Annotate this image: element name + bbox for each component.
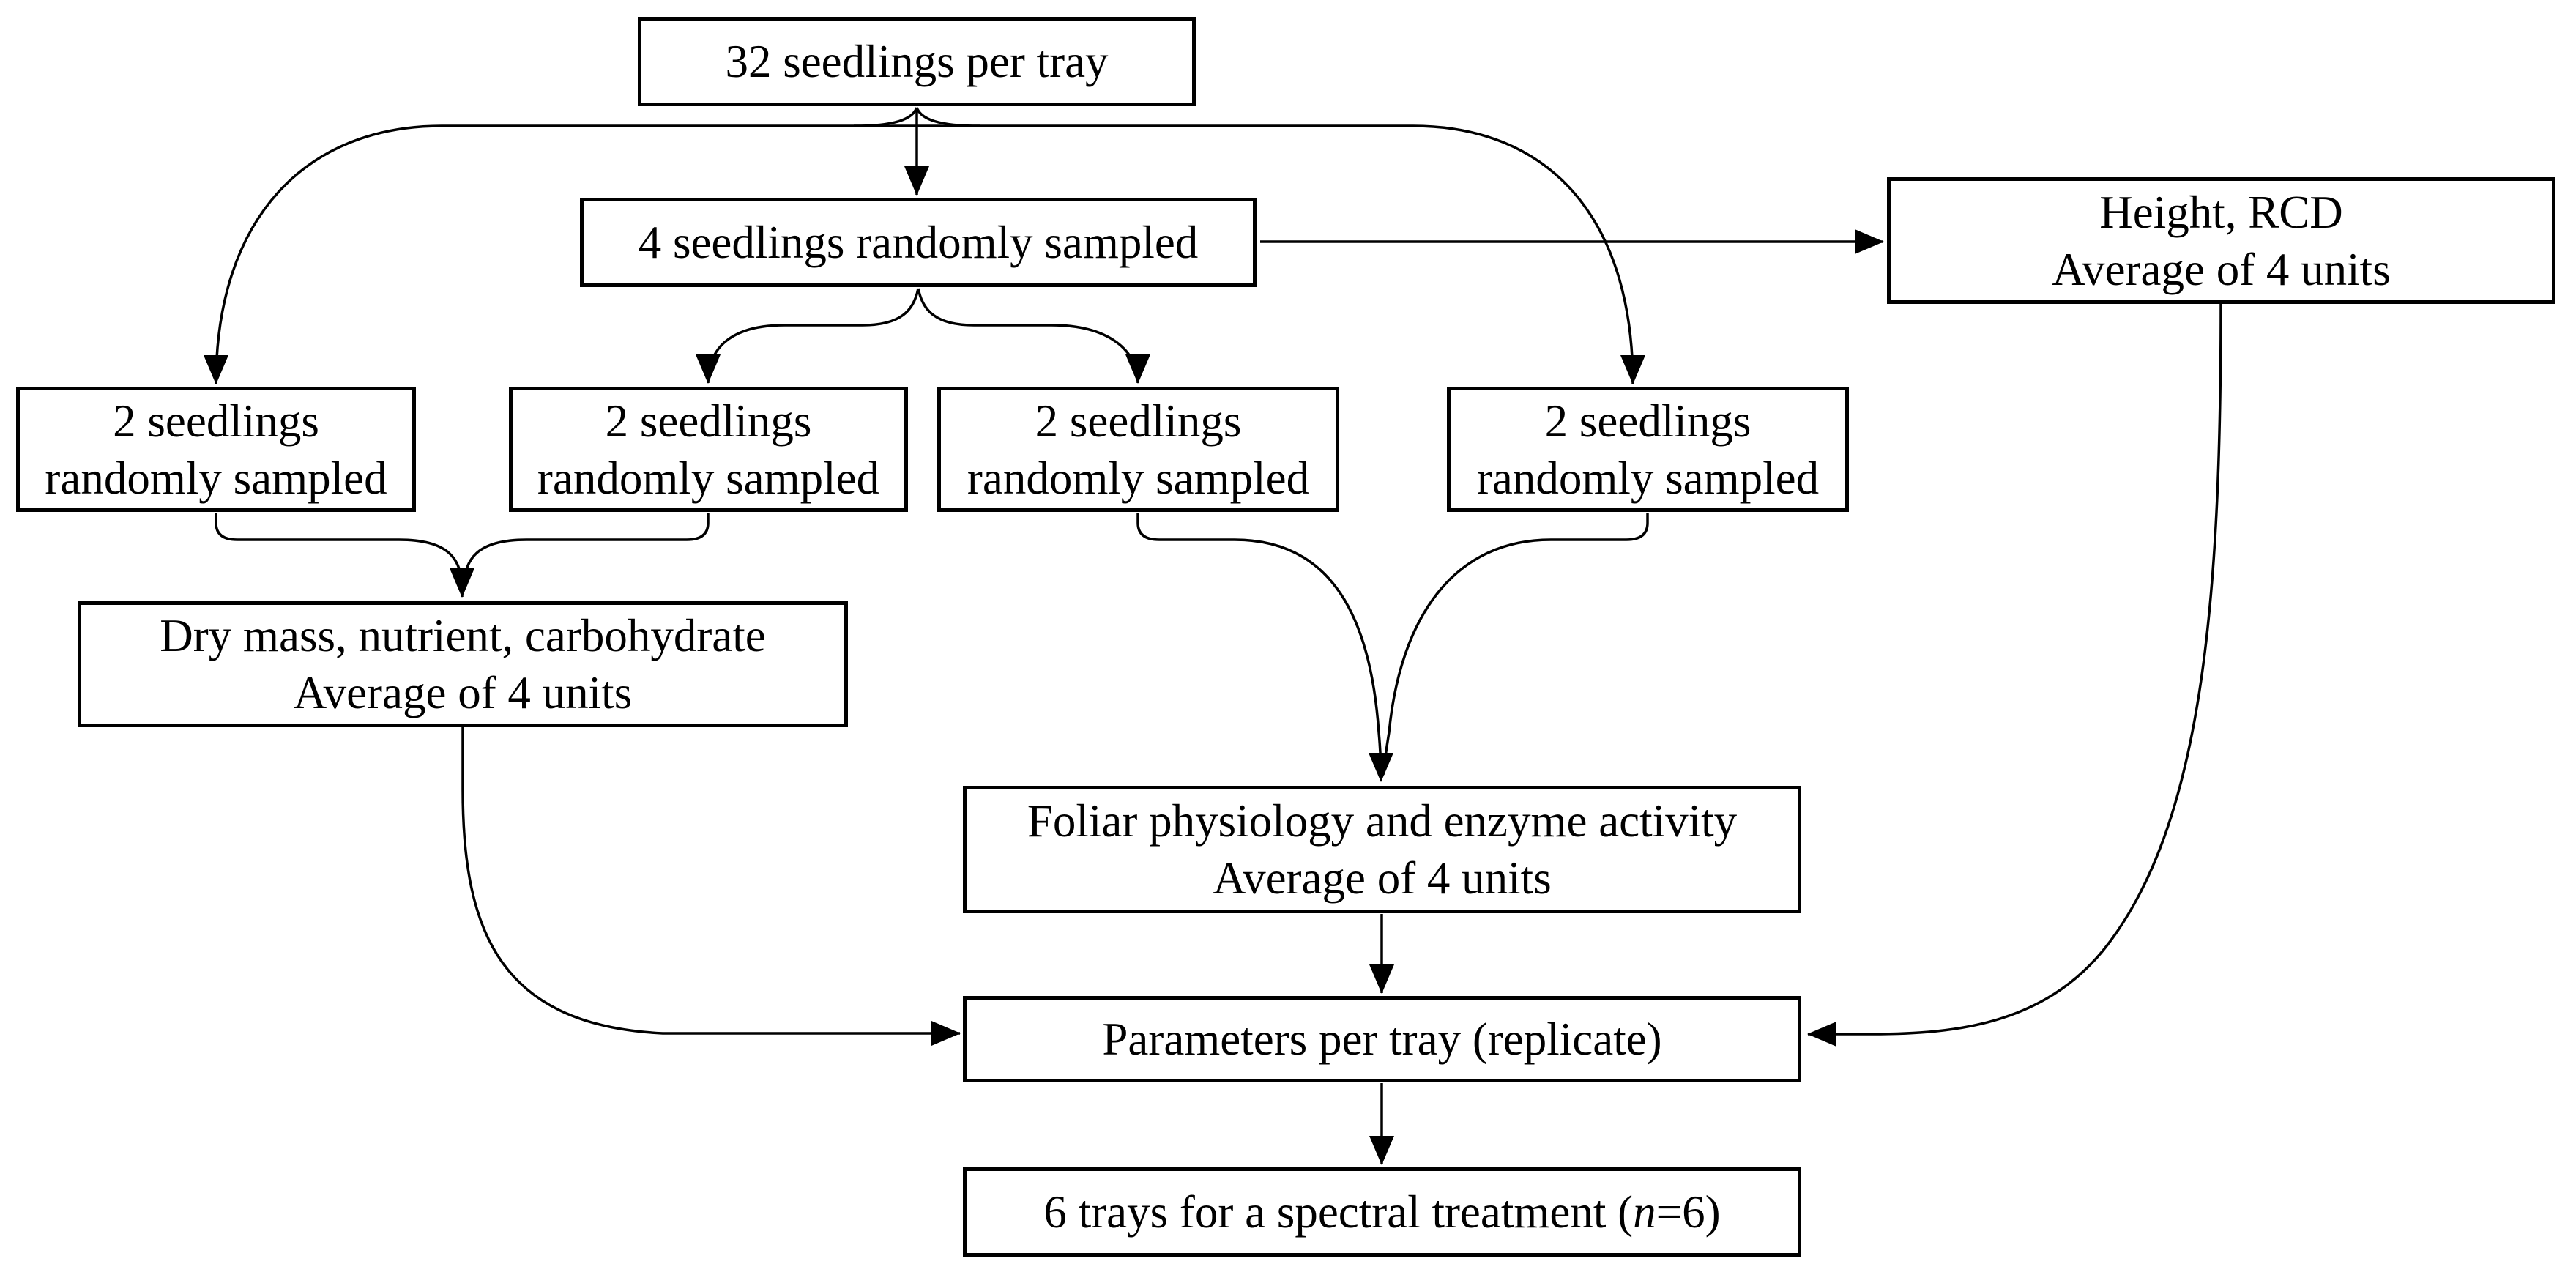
node-label-line1: Foliar physiology and enzyme activity bbox=[1027, 795, 1738, 847]
node-label: Parameters per tray (replicate) bbox=[1102, 1014, 1662, 1065]
node-height-rcd: Height, RCD Average of 4 units bbox=[1887, 177, 2555, 304]
node-label-line2: randomly sampled bbox=[1476, 452, 1820, 504]
node-label-suffix: =6) bbox=[1656, 1186, 1721, 1238]
node-label: 32 seedlings per tray bbox=[725, 36, 1109, 87]
node-2-seedlings-4: 2 seedlings randomly sampled bbox=[1447, 387, 1849, 512]
edge-tray-fan-right bbox=[915, 107, 980, 127]
node-dry-mass: Dry mass, nutrient, carbohydrate Average… bbox=[78, 601, 848, 727]
node-32-seedlings-per-tray: 32 seedlings per tray bbox=[638, 17, 1196, 106]
node-label-line1: Height, RCD bbox=[2099, 186, 2343, 238]
node-label-line1: 2 seedlings bbox=[1035, 395, 1242, 447]
node-label-n-italic: n bbox=[1633, 1186, 1656, 1238]
node-2-seedlings-3: 2 seedlings randomly sampled bbox=[937, 387, 1339, 512]
node-label-line2: randomly sampled bbox=[45, 452, 387, 504]
edge-sample2-4-to-foliar bbox=[1382, 513, 1649, 776]
node-2-seedlings-1: 2 seedlings randomly sampled bbox=[16, 387, 416, 512]
node-label-line2: Average of 4 units bbox=[1213, 852, 1552, 904]
edge-sample4-to-sample2-2 bbox=[696, 288, 920, 384]
node-label-line1: 2 seedlings bbox=[113, 395, 319, 447]
node-label-line1: Dry mass, nutrient, carbohydrate bbox=[160, 610, 766, 661]
node-label: 4 seedlings randomly sampled bbox=[638, 217, 1199, 268]
node-foliar-physiology: Foliar physiology and enzyme activity Av… bbox=[963, 786, 1801, 913]
node-label-line1: 2 seedlings bbox=[605, 395, 812, 447]
edge-tray-fan-left bbox=[853, 107, 918, 127]
edge-height-to-parameters bbox=[1807, 303, 2222, 1047]
edge-sample2-1-to-drymass bbox=[215, 513, 474, 598]
node-label-line2: Average of 4 units bbox=[2052, 243, 2391, 295]
edge-drymass-to-parameters bbox=[461, 727, 961, 1046]
edge-sample2-2-to-drymass bbox=[462, 513, 710, 588]
node-label-prefix: 6 trays for a spectral treatment ( bbox=[1043, 1186, 1634, 1238]
node-label-line2: randomly sampled bbox=[537, 452, 880, 504]
node-2-seedlings-2: 2 seedlings randomly sampled bbox=[509, 387, 908, 512]
edge-sample2-3-to-foliar bbox=[1136, 513, 1393, 782]
edge-tray-to-sample2-1 bbox=[204, 124, 442, 384]
node-parameters-per-tray: Parameters per tray (replicate) bbox=[963, 996, 1801, 1082]
node-label-line2: Average of 4 units bbox=[293, 667, 633, 718]
node-label-line2: randomly sampled bbox=[967, 452, 1310, 504]
node-label-line1: 2 seedlings bbox=[1544, 395, 1752, 447]
node-label: 6 trays for a spectral treatment (n=6) bbox=[1043, 1183, 1720, 1241]
edge-sample4-to-sample2-3 bbox=[917, 288, 1150, 384]
node-4-seedlings-sampled: 4 seedlings randomly sampled bbox=[580, 198, 1257, 287]
edge-tray-to-sample2-4 bbox=[1412, 124, 1645, 384]
node-6-trays: 6 trays for a spectral treatment (n=6) bbox=[963, 1167, 1801, 1257]
